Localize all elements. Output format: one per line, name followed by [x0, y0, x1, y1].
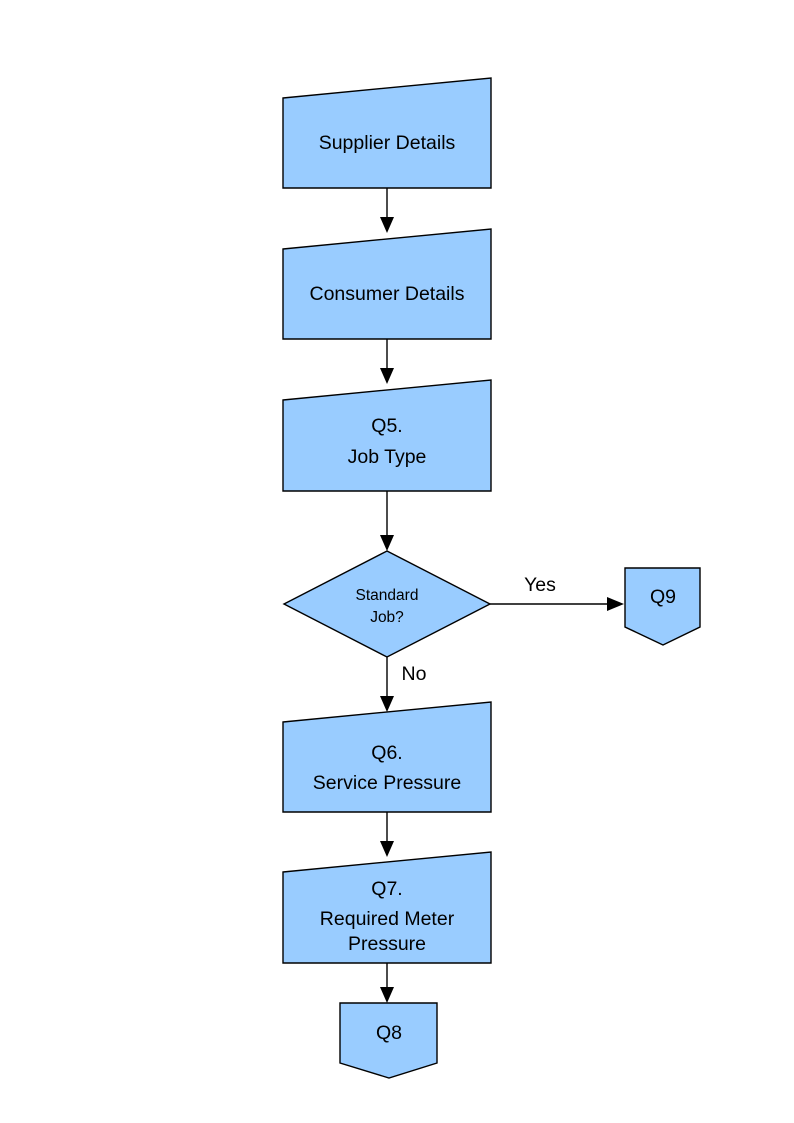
connector-q7-to-q8 — [380, 963, 394, 1003]
connector-decision-to-q9: Yes — [490, 574, 624, 611]
standard-job-decision-label-line1: Standard — [356, 587, 419, 604]
node-q9[interactable]: Q9 — [624, 567, 701, 646]
standard-job-decision-label-line2: Job? — [370, 609, 404, 626]
q7-required-meter-pressure-label-line3: Pressure — [348, 933, 426, 955]
q6-service-pressure-shape — [282, 701, 492, 813]
edge-label-no: No — [402, 663, 427, 685]
arrow-head-icon — [380, 368, 394, 384]
consumer-details-label: Consumer Details — [310, 283, 465, 305]
connector-decision-to-q6: No — [380, 657, 427, 712]
arrow-head-icon — [380, 841, 394, 857]
q5-job-type-label-line1: Q5. — [371, 415, 402, 437]
node-standard-job-decision[interactable]: Standard Job? — [282, 550, 492, 658]
q5-job-type-label-line2: Job Type — [348, 446, 427, 468]
connector-supplier-to-consumer — [380, 188, 394, 233]
q7-required-meter-pressure-label-line2: Required Meter — [320, 908, 455, 930]
arrow-head-icon — [380, 987, 394, 1003]
edge-label-yes: Yes — [524, 574, 556, 596]
supplier-details-label: Supplier Details — [319, 132, 456, 154]
node-q7-required-meter-pressure[interactable]: Q7. Required Meter Pressure — [282, 851, 492, 964]
q7-required-meter-pressure-shape — [282, 851, 492, 964]
connector-q6-to-q7 — [380, 812, 394, 857]
supplier-details-shape — [282, 77, 492, 189]
connector-consumer-to-q5 — [380, 339, 394, 384]
q5-job-type-shape — [282, 379, 492, 492]
arrow-head-icon — [607, 597, 624, 611]
node-q5-job-type[interactable]: Q5. Job Type — [282, 379, 492, 492]
q8-shape — [339, 1002, 438, 1079]
connector-q5-to-decision — [380, 491, 394, 551]
q8-label: Q8 — [376, 1022, 402, 1044]
arrow-head-icon — [380, 217, 394, 233]
q9-shape — [624, 567, 701, 646]
arrow-head-icon — [380, 535, 394, 551]
arrow-head-icon — [380, 696, 394, 712]
q6-service-pressure-label-line2: Service Pressure — [313, 772, 461, 794]
node-supplier-details[interactable]: Supplier Details — [282, 77, 492, 189]
q7-required-meter-pressure-label-line1: Q7. — [371, 878, 402, 900]
q9-label: Q9 — [650, 586, 676, 608]
node-q8[interactable]: Q8 — [339, 1002, 438, 1079]
node-consumer-details[interactable]: Consumer Details — [282, 228, 492, 340]
consumer-details-shape — [282, 228, 492, 340]
node-q6-service-pressure[interactable]: Q6. Service Pressure — [282, 701, 492, 813]
q6-service-pressure-label-line1: Q6. — [371, 742, 402, 764]
